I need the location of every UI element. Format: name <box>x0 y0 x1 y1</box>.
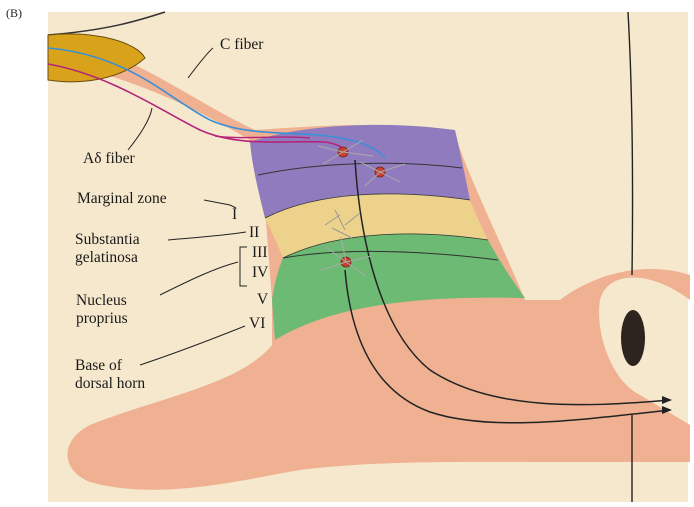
central-canal <box>621 310 645 366</box>
lamina-V-numeral: V <box>257 291 268 309</box>
substantia-line2: gelatinosa <box>75 249 140 267</box>
lamina-II-numeral: II <box>249 224 259 242</box>
substantia-gelatinosa-label: Substantia gelatinosa <box>75 231 140 267</box>
marginal-zone-label: Marginal zone <box>77 190 167 208</box>
base-line1: Base of <box>75 357 145 375</box>
nucleus-line2: proprius <box>76 310 128 328</box>
a-delta-fiber-label: Aδ fiber <box>83 150 135 168</box>
lamina-III-numeral: III <box>252 244 268 262</box>
base-line2: dorsal horn <box>75 375 145 393</box>
nucleus-proprius-label: Nucleus proprius <box>76 292 128 328</box>
panel-label: (B) <box>6 6 22 21</box>
lamina-VI-numeral: VI <box>249 315 265 333</box>
lamina-IV-numeral: IV <box>252 264 268 282</box>
nucleus-line1: Nucleus <box>76 292 128 310</box>
c-fiber-label: C fiber <box>220 36 263 54</box>
substantia-line1: Substantia <box>75 231 140 249</box>
base-of-dorsal-horn-label: Base of dorsal horn <box>75 357 145 393</box>
lamina-I-numeral: I <box>232 206 237 224</box>
